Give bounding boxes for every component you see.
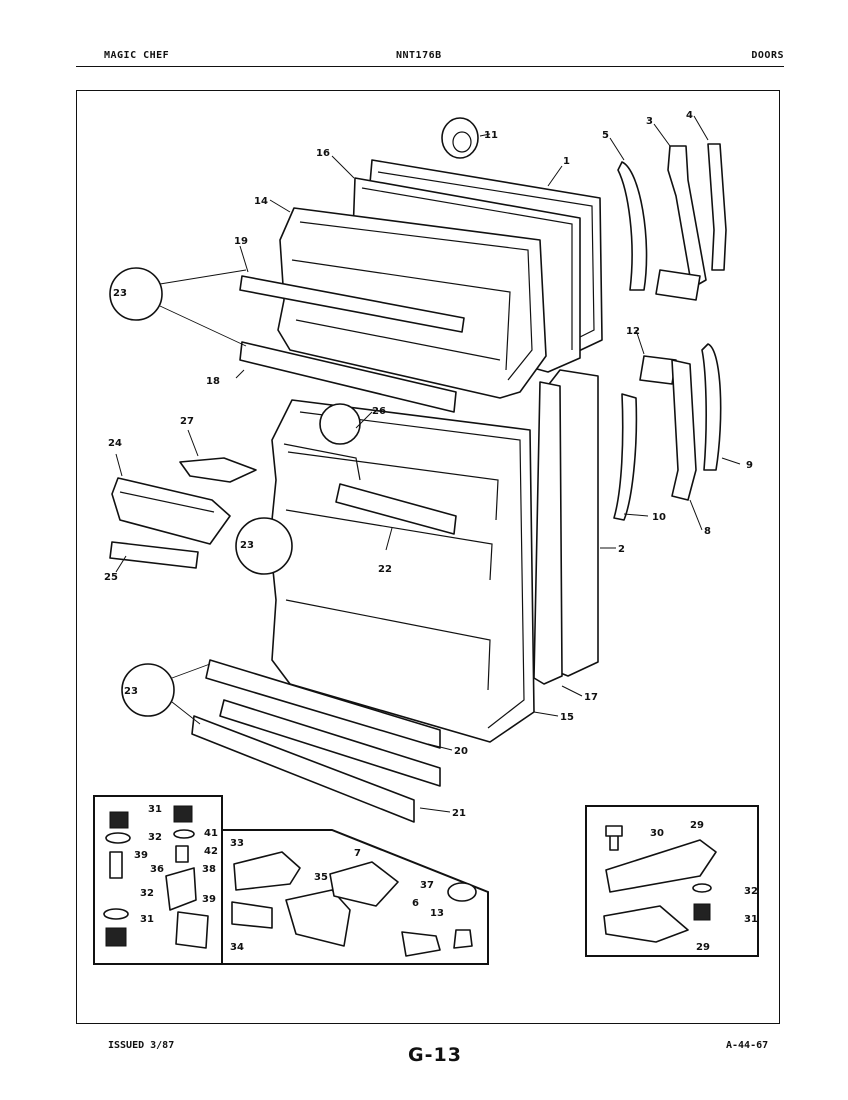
callout-14: 14 — [254, 196, 268, 207]
door-rail-20b — [219, 699, 441, 787]
diagram-frame — [76, 90, 780, 1024]
leader-lines — [115, 115, 741, 813]
callout-32c: 32 — [744, 886, 758, 897]
callout-16: 16 — [316, 148, 330, 159]
hinge-and-handle-parts — [613, 143, 727, 521]
callout-22: 22 — [378, 564, 392, 575]
freezer-door-liner — [277, 207, 547, 399]
callout-24: 24 — [108, 438, 122, 449]
callout-1: 1 — [563, 156, 570, 167]
door-rail-21 — [191, 715, 415, 823]
callout-12: 12 — [626, 326, 640, 337]
callout-32b: 32 — [140, 888, 154, 899]
callout-39: 39 — [202, 894, 216, 905]
hinge-8 — [671, 359, 697, 501]
callout-30: 30 — [650, 828, 664, 839]
callout-17: 17 — [584, 692, 598, 703]
callout-31a: 31 — [148, 804, 162, 815]
callout-33: 33 — [230, 838, 244, 849]
label-card — [109, 541, 199, 569]
callout-29a: 29 — [690, 820, 704, 831]
callout-23b: 23 — [240, 540, 254, 551]
callout-15: 15 — [560, 712, 574, 723]
callout-11: 11 — [484, 130, 498, 141]
butter-compartment — [111, 477, 231, 545]
callout-25: 25 — [104, 572, 118, 583]
fresh-food-door-assembly — [269, 369, 599, 743]
detail-circle-group — [109, 267, 361, 725]
header-brand: MAGIC CHEF — [104, 50, 170, 61]
callout-31b: 31 — [140, 914, 154, 925]
callout-29b: 29 — [696, 942, 710, 953]
callout-13: 13 — [430, 908, 444, 919]
callout-40: 39 — [134, 850, 148, 861]
callout-7: 7 — [354, 848, 361, 859]
callout-10: 10 — [652, 512, 666, 523]
header-model: NNT176B — [396, 50, 442, 61]
callout-38: 38 — [202, 864, 216, 875]
callout-20: 20 — [454, 746, 468, 757]
hinge-12b — [639, 355, 677, 385]
callout-35: 35 — [314, 872, 328, 883]
callout-37: 37 — [420, 880, 434, 891]
hardware-left-parts — [103, 805, 209, 949]
egg-tray — [179, 457, 257, 483]
door-rail-20 — [205, 659, 441, 749]
callout-42: 42 — [204, 846, 218, 857]
callout-9: 9 — [746, 460, 753, 471]
hinge-3 — [667, 145, 707, 289]
callout-2: 2 — [618, 544, 625, 555]
callout-6: 6 — [412, 898, 419, 909]
callout-36: 36 — [150, 864, 164, 875]
callout-26: 26 — [372, 406, 386, 417]
callout-41: 41 — [204, 828, 218, 839]
freezer-bottom-rail — [239, 341, 457, 413]
callout-18: 18 — [206, 376, 220, 387]
callout-5: 5 — [602, 130, 609, 141]
freezer-shelf-rail — [239, 275, 465, 333]
hardware-middle-parts — [231, 851, 477, 957]
callout-23c: 23 — [124, 686, 138, 697]
callout-32a: 32 — [148, 832, 162, 843]
fresh-food-door-liner — [269, 399, 535, 743]
handle-5 — [617, 161, 648, 291]
footer-code: A-44-67 — [726, 1040, 769, 1051]
callout-8: 8 — [704, 526, 711, 537]
door-shelf-22 — [335, 483, 457, 535]
header-section: DOORS — [751, 50, 784, 61]
callout-34: 34 — [230, 942, 244, 953]
callout-3: 3 — [646, 116, 653, 127]
callout-31c: 31 — [744, 914, 758, 925]
hinge-pin-12 — [655, 269, 701, 301]
freezer-door-assembly — [239, 159, 603, 413]
footer-page-number: G-13 — [408, 1044, 462, 1066]
footer-issued: ISSUED 3/87 — [108, 1040, 175, 1051]
callout-27: 27 — [180, 416, 194, 427]
handle-10 — [613, 393, 638, 521]
callout-23a: 23 — [113, 288, 127, 299]
handle-4 — [707, 143, 727, 271]
header-rule — [76, 66, 784, 67]
callout-21: 21 — [452, 808, 466, 819]
knob-part — [441, 117, 479, 159]
callout-19: 19 — [234, 236, 248, 247]
handle-9 — [701, 343, 722, 471]
fresh-food-gasket — [533, 381, 563, 685]
hardware-right-parts — [603, 825, 717, 943]
callout-4: 4 — [686, 110, 693, 121]
